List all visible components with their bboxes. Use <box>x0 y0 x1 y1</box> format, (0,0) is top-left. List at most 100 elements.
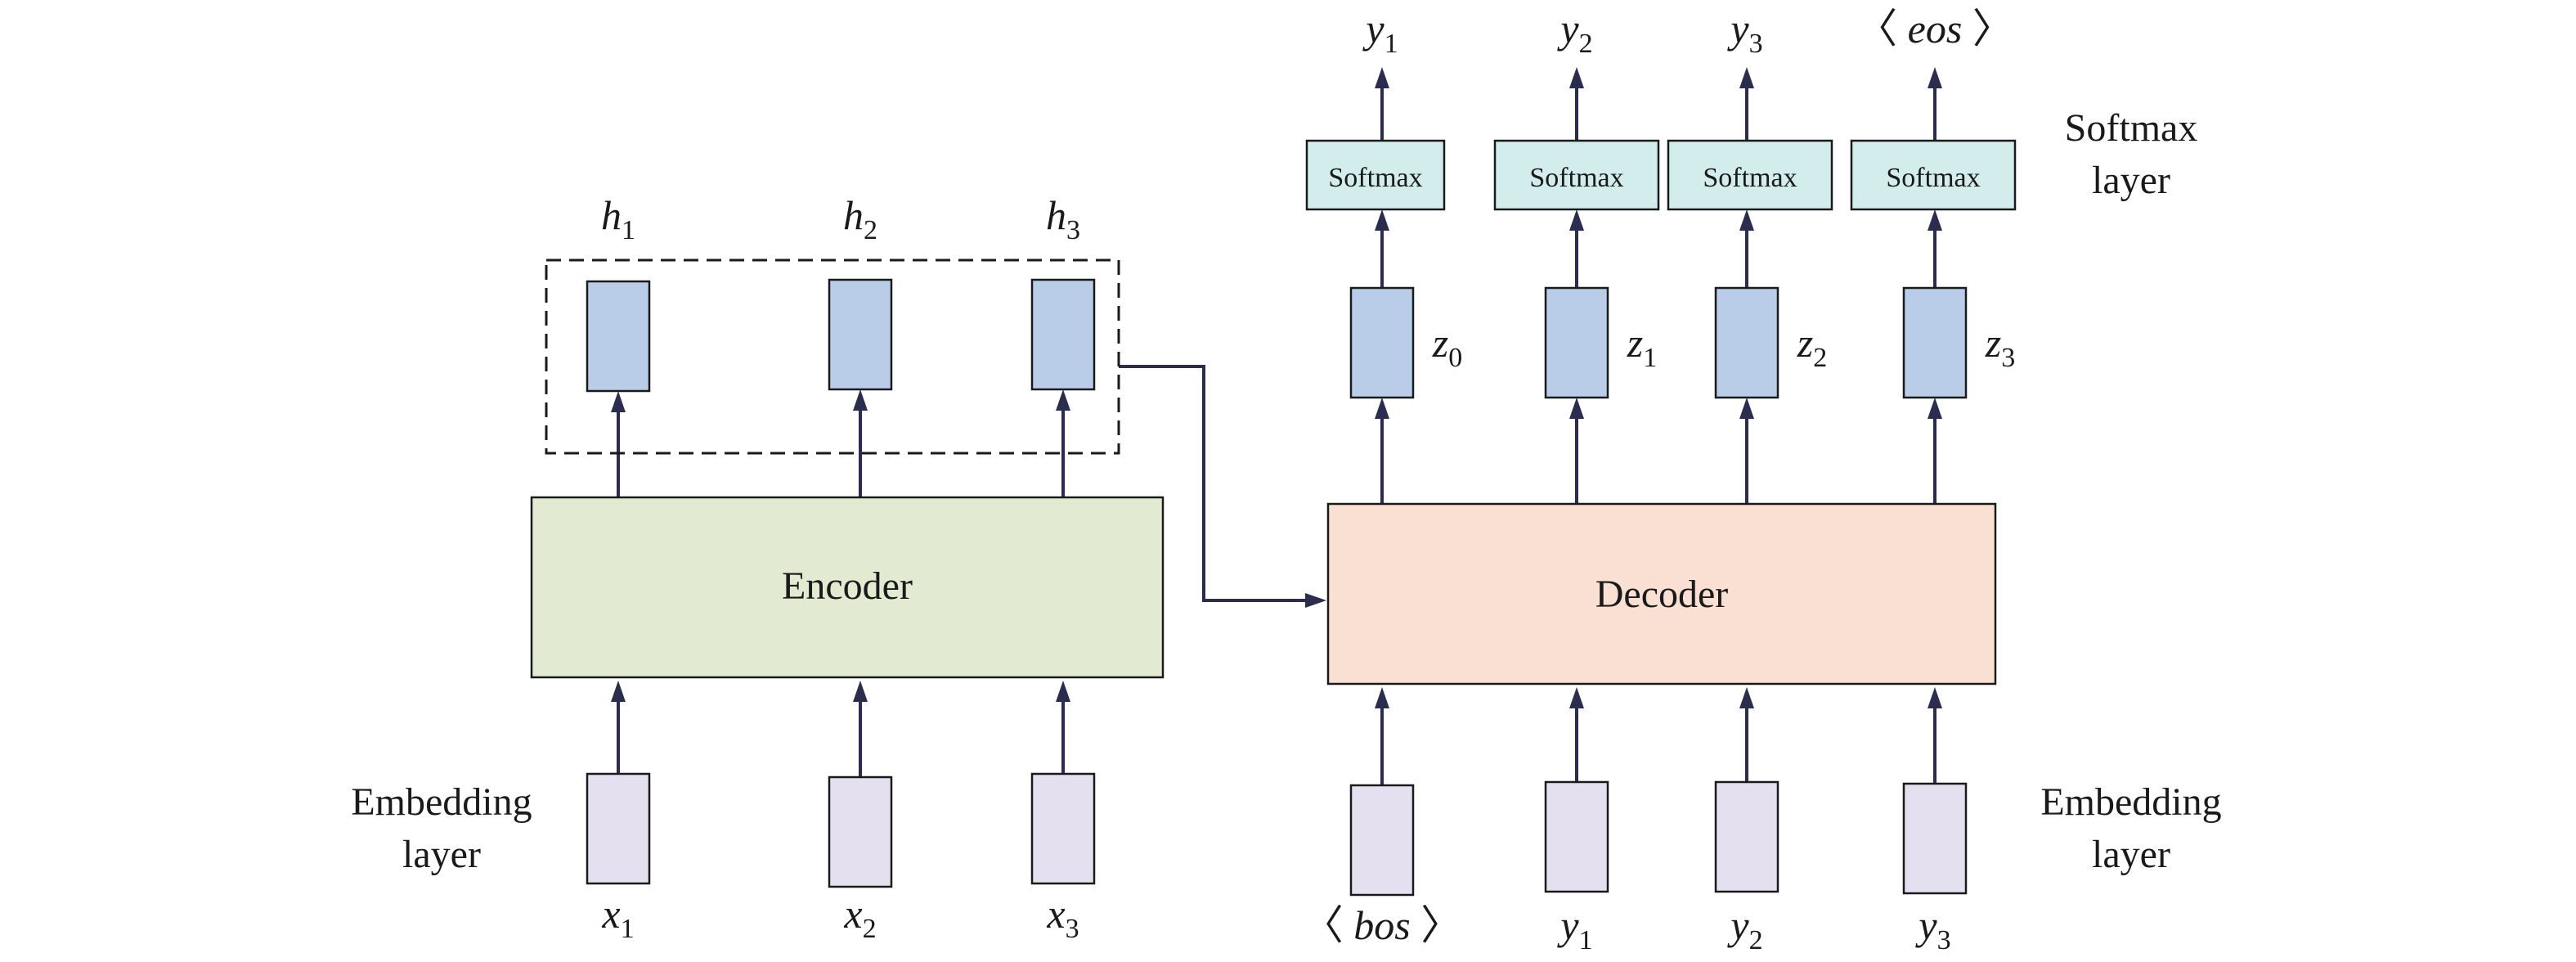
encoder-to-hidden-arrow-3-head <box>1056 389 1070 411</box>
softmax-layer-label-line1: Softmax <box>2065 106 2198 150</box>
embedding-to-encoder-arrow-3-head <box>1056 681 1070 702</box>
hidden-label-2-base: h <box>843 192 864 238</box>
decoder-embedding-label-line1: Embedding <box>2040 780 2221 824</box>
encoder-input-label-2-sub: 2 <box>863 914 877 944</box>
decoder-input-label-3-base: y <box>1914 902 1937 948</box>
hidden-label-3-base: h <box>1046 192 1066 238</box>
decoder-state-box-3 <box>1902 286 1968 399</box>
hidden-label-1-base: h <box>601 192 622 238</box>
encoder-input-label-3-base: x <box>1046 891 1065 937</box>
hidden-label-2: h2 <box>843 192 877 245</box>
decoder-input-label-1-sub: 1 <box>1579 925 1593 955</box>
hidden-state-box-3 <box>1030 278 1096 391</box>
encoder-block <box>530 496 1165 679</box>
decoder-embedding-box-0 <box>1349 784 1415 897</box>
encoder-embedding-label-line1: Embedding <box>351 780 532 824</box>
encoder-input-label-3: x3 <box>1046 891 1079 944</box>
softmax-to-output-arrow-2-head <box>1739 67 1754 88</box>
hidden-state-box-1 <box>586 280 651 393</box>
decoder-input-label-0-base: bos <box>1353 902 1410 948</box>
state-to-softmax-arrow-0-head <box>1375 209 1389 231</box>
softmax-to-output-arrow-3-head <box>1928 67 1942 88</box>
decoder-input-label-0: 〈 bos 〉 <box>1303 902 1461 948</box>
embedding-to-encoder-arrow-2-head <box>853 681 868 702</box>
decoder-input-label-2-sub: 2 <box>1749 925 1763 955</box>
hidden-state-box-2 <box>828 278 893 391</box>
softmax-box-label-1: Softmax <box>1529 163 1623 193</box>
decoder-output-label-2: y3 <box>1726 6 1762 59</box>
encoder-label: Encoder <box>782 564 913 608</box>
decoder-to-state-arrow-1-head <box>1569 398 1584 419</box>
decoder-input-label-0-right-bracket: 〉 <box>1411 902 1462 948</box>
decoder-state-label-2-base: z <box>1797 320 1813 366</box>
state-to-softmax-arrow-2-head <box>1739 209 1754 231</box>
decoder-output-label-3-right-bracket: 〉 <box>1962 6 2013 52</box>
state-to-softmax-arrow-1-head <box>1569 209 1584 231</box>
decoder-output-label-3-base: eos <box>1908 6 1963 52</box>
decoder-state-label-0-base: z <box>1432 320 1448 366</box>
decoder-to-state-arrow-0-head <box>1375 398 1389 419</box>
encoder-input-label-1-base: x <box>601 891 620 937</box>
embedding-to-decoder-arrow-1-head <box>1569 687 1584 708</box>
decoder-output-label-0-base: y <box>1362 6 1384 52</box>
encoder-input-label-1: x1 <box>601 891 634 944</box>
decoder-embedding-box-1 <box>1544 780 1609 893</box>
decoder-input-label-3: y3 <box>1914 902 1950 955</box>
decoder-state-label-0-sub: 0 <box>1448 343 1462 373</box>
decoder-input-label-2-base: y <box>1726 902 1749 948</box>
decoder-output-label-3-left-bracket: 〈 <box>1856 6 1908 52</box>
decoder-embedding-label-line2: layer <box>2092 833 2170 876</box>
encoder-input-label-2: x2 <box>843 891 876 944</box>
hidden-state-group <box>545 258 1120 455</box>
encoder-to-hidden-arrow-2-head <box>853 389 868 411</box>
encoder-to-hidden-arrow-1-head <box>611 391 626 412</box>
softmax-to-output-arrow-1-head <box>1569 67 1584 88</box>
decoder-embedding-box-3 <box>1902 782 1968 895</box>
hidden-label-1-sub: 1 <box>622 215 635 245</box>
hidden-label-3: h3 <box>1046 192 1080 245</box>
decoder-label: Decoder <box>1595 573 1729 616</box>
decoder-output-label-0-sub: 1 <box>1384 29 1398 59</box>
state-to-softmax-arrow-3-head <box>1928 209 1942 231</box>
decoder-state-label-1-base: z <box>1627 320 1643 366</box>
softmax-layer-label-line2: layer <box>2092 159 2170 202</box>
decoder-to-state-arrow-2-head <box>1739 398 1754 419</box>
decoder-state-label-0: z0 <box>1432 320 1462 373</box>
decoder-output-label-2-sub: 3 <box>1749 29 1763 59</box>
encoder-embedding-label-line2: layer <box>402 833 481 876</box>
decoder-to-state-arrow-3-head <box>1928 398 1942 419</box>
decoder-output-label-1: y2 <box>1556 6 1592 59</box>
decoder-state-box-1 <box>1544 286 1609 399</box>
decoder-input-label-2: y2 <box>1726 902 1762 955</box>
decoder-block <box>1326 502 1997 686</box>
hidden-label-3-sub: 3 <box>1066 215 1080 245</box>
decoder-input-label-1: y1 <box>1556 902 1592 955</box>
decoder-output-label-2-base: y <box>1726 6 1749 52</box>
decoder-state-label-3-base: z <box>1985 320 2001 366</box>
encoder-embedding-box-1 <box>586 772 651 885</box>
decoder-output-label-1-sub: 2 <box>1579 29 1593 59</box>
softmax-box-3 <box>1850 139 2017 211</box>
decoder-state-label-3-sub: 3 <box>2001 343 2015 373</box>
decoder-state-box-0 <box>1349 286 1415 399</box>
decoder-input-label-3-sub: 3 <box>1937 925 1951 955</box>
softmax-box-label-3: Softmax <box>1886 163 1980 193</box>
softmax-to-output-arrow-0-head <box>1375 67 1389 88</box>
hidden-label-2-sub: 2 <box>864 215 877 245</box>
decoder-embedding-box-2 <box>1714 780 1779 893</box>
embedding-to-decoder-arrow-0-head <box>1375 687 1389 708</box>
softmax-box-1 <box>1493 139 1660 211</box>
decoder-input-label-0-left-bracket: 〈 <box>1303 902 1354 948</box>
decoder-output-label-3: 〈 eos 〉 <box>1856 6 2013 52</box>
decoder-state-label-2: z2 <box>1797 320 1827 373</box>
encoder-embedding-box-3 <box>1030 772 1096 885</box>
context-connector-head <box>1305 593 1326 608</box>
softmax-box-0 <box>1305 139 1446 211</box>
embedding-to-decoder-arrow-3-head <box>1928 687 1942 708</box>
decoder-output-label-1-base: y <box>1556 6 1579 52</box>
encoder-input-label-1-sub: 1 <box>621 914 635 944</box>
decoder-state-label-2-sub: 2 <box>1813 343 1827 373</box>
decoder-output-label-0: y1 <box>1362 6 1398 59</box>
decoder-state-label-1: z1 <box>1627 320 1657 373</box>
